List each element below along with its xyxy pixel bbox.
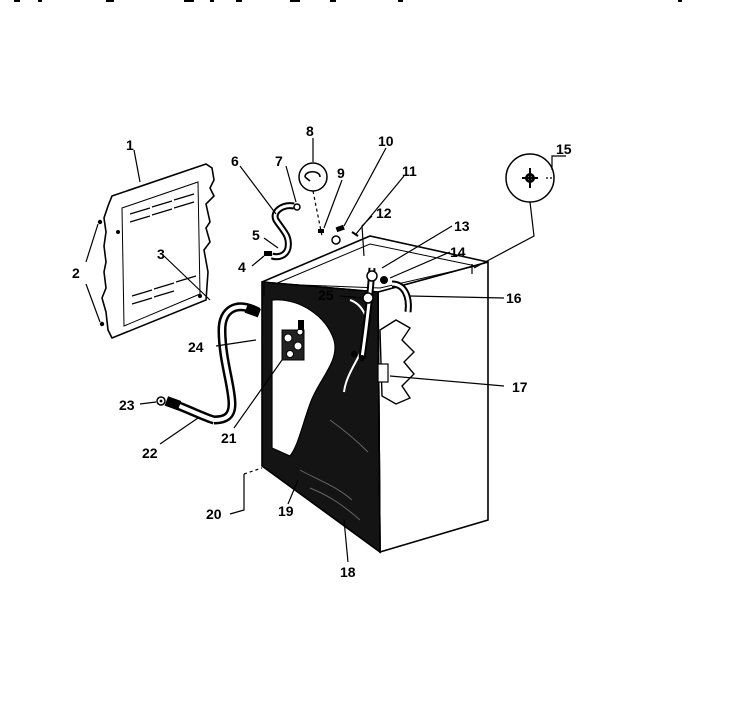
callout-18: 18 bbox=[340, 564, 356, 580]
vent-hose bbox=[270, 202, 295, 261]
callout-6: 6 bbox=[231, 153, 239, 169]
callout-23: 23 bbox=[119, 397, 135, 413]
callout-8: 8 bbox=[306, 123, 314, 139]
top-scan-marks bbox=[14, 0, 682, 2]
callout-labels: 1 2 3 4 5 6 7 8 9 10 11 12 13 14 15 16 1… bbox=[72, 123, 572, 580]
fill-hose bbox=[164, 396, 216, 425]
hose-clamp bbox=[293, 203, 301, 211]
callout-11: 11 bbox=[402, 163, 417, 179]
hose-washer bbox=[156, 396, 166, 406]
inlet-hose bbox=[213, 302, 261, 425]
callout-14: 14 bbox=[450, 244, 466, 260]
callout-22: 22 bbox=[142, 445, 158, 461]
cabinet-side-cutaway bbox=[379, 319, 415, 405]
cabinet-right-side bbox=[377, 260, 489, 554]
cabinet-back-texture bbox=[299, 419, 369, 521]
callout-15: 15 bbox=[556, 141, 572, 157]
access-panel bbox=[101, 163, 215, 340]
callout-20: 20 bbox=[206, 506, 222, 522]
clip bbox=[264, 251, 272, 256]
cabinet-top-inner bbox=[274, 243, 477, 289]
callout-1: 1 bbox=[126, 137, 134, 153]
clamp-detail bbox=[298, 162, 328, 237]
callout-13: 13 bbox=[454, 218, 470, 234]
callout-4: 4 bbox=[238, 259, 246, 275]
cabinet bbox=[261, 235, 489, 554]
callout-24: 24 bbox=[188, 339, 204, 355]
fastener-detail bbox=[473, 153, 555, 269]
callout-17: 17 bbox=[512, 379, 528, 395]
small-fittings bbox=[318, 224, 359, 245]
callout-7: 7 bbox=[275, 153, 283, 169]
internal-hoses bbox=[351, 267, 412, 383]
callout-21: 21 bbox=[221, 430, 237, 446]
callout-12: 12 bbox=[376, 205, 392, 221]
callout-2: 2 bbox=[72, 265, 80, 281]
leader-lines bbox=[85, 138, 566, 563]
callout-9: 9 bbox=[337, 165, 345, 181]
callout-19: 19 bbox=[278, 503, 294, 519]
callout-10: 10 bbox=[378, 133, 394, 149]
callout-3: 3 bbox=[157, 246, 165, 262]
callout-25: 25 bbox=[318, 287, 334, 303]
panel-screws bbox=[97, 219, 105, 327]
callout-5: 5 bbox=[252, 227, 260, 243]
callout-16: 16 bbox=[506, 290, 522, 306]
inlet-valve bbox=[281, 320, 305, 361]
